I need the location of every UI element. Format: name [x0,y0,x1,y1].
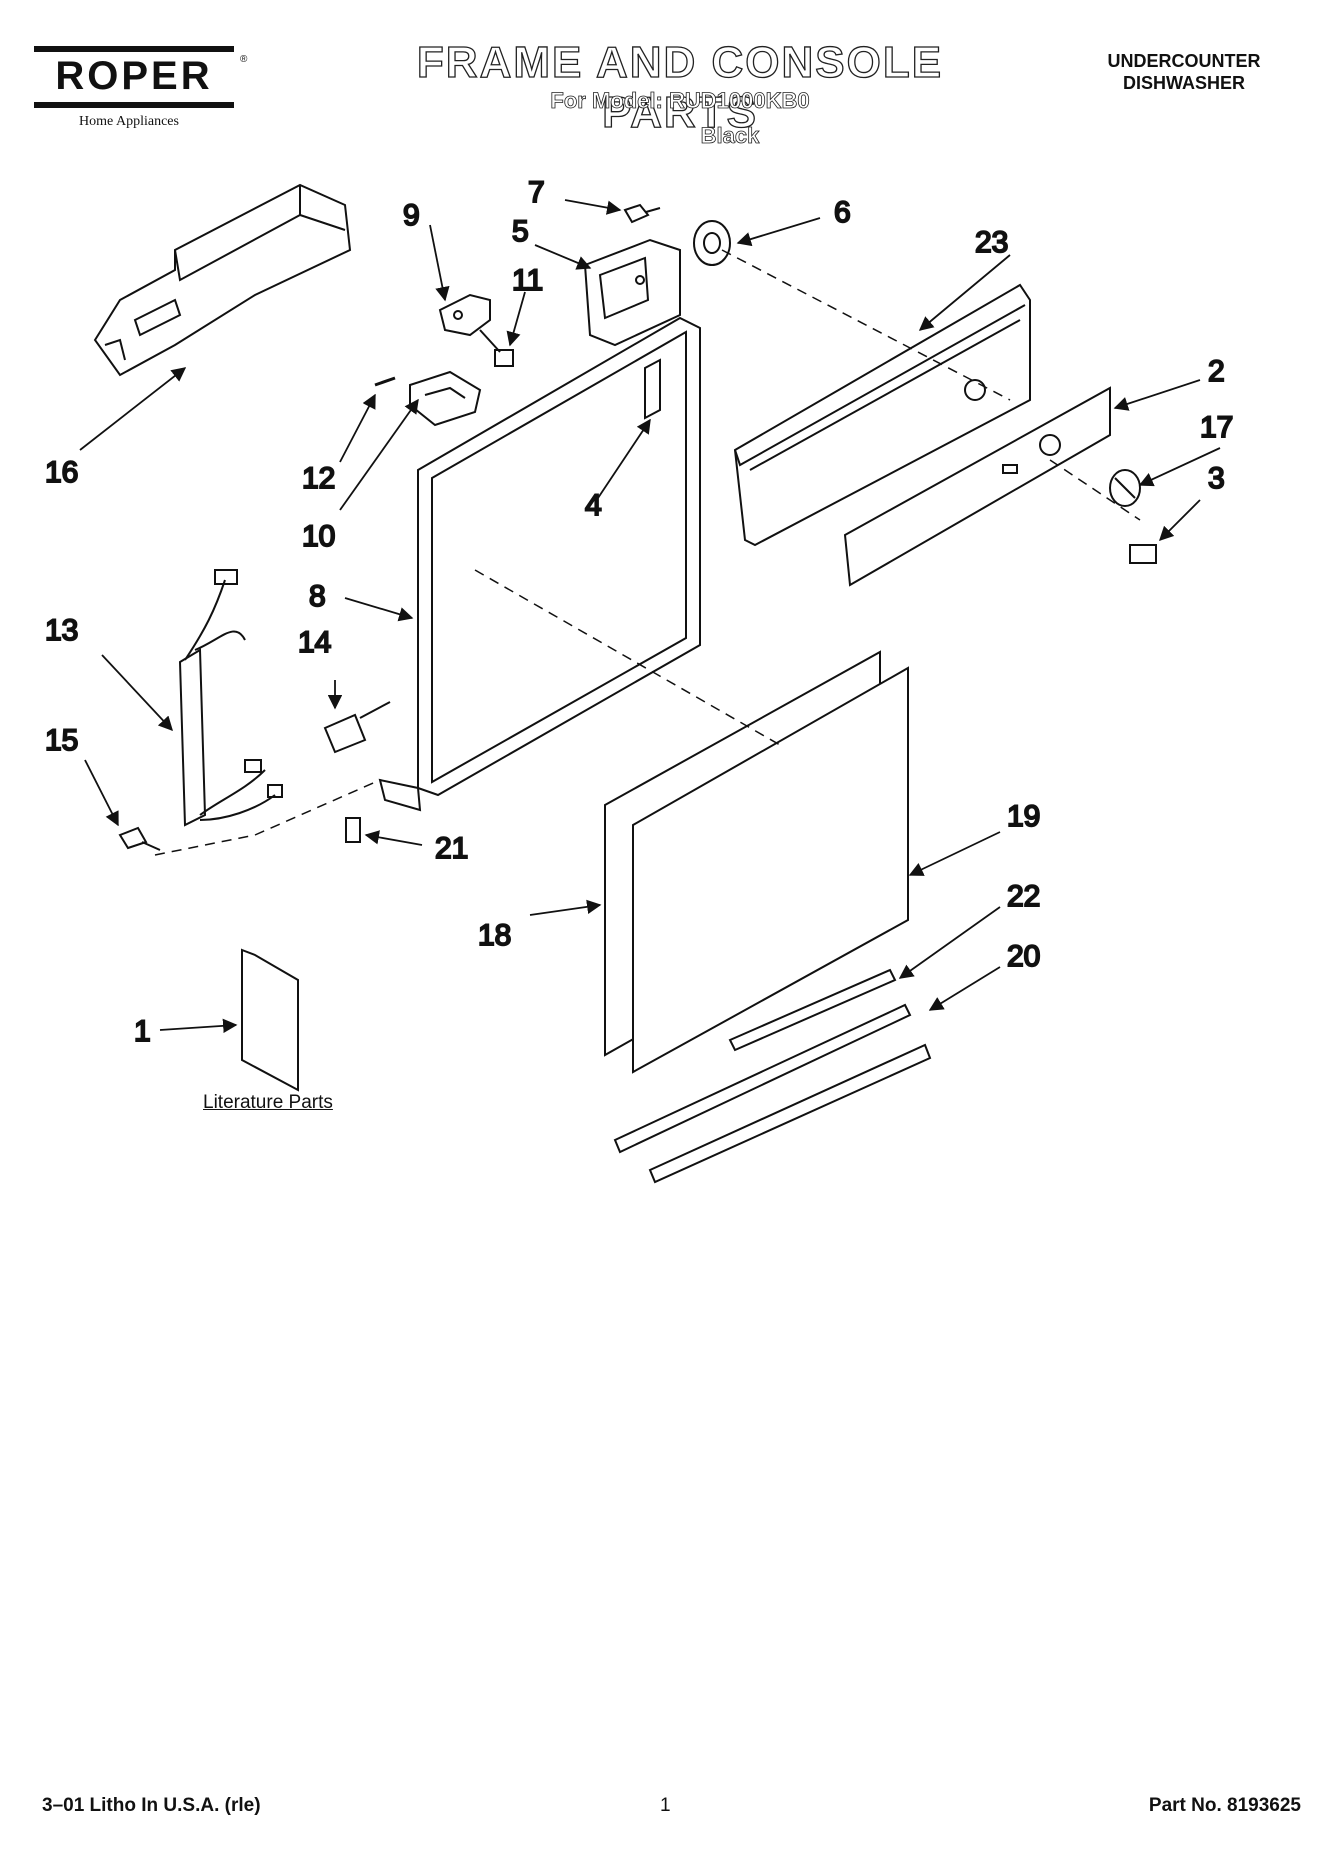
part-3-button [1129,544,1157,564]
part-15-screw [118,826,161,851]
literature-parts-label: Literature Parts [203,1092,333,1113]
appliance-type: UNDERCOUNTER DISHWASHER [1069,50,1299,94]
callout-4: 4 [585,489,602,522]
part-5-housing [583,238,681,347]
callout-21: 21 [435,832,468,865]
footer-page-number: 1 [660,1795,671,1816]
callout-8: 8 [309,580,326,613]
callout-12: 12 [302,462,335,495]
part-22-trim [728,968,897,1052]
part-16-top-cover [93,183,352,377]
part-8-door-frame [378,316,701,812]
logo-wordmark: ROPER [55,54,213,98]
callout-17: 17 [1200,411,1233,444]
callout-18: 18 [478,919,511,952]
appliance-line-1: UNDERCOUNTER [1107,51,1261,71]
callout-10: 10 [302,520,335,553]
footer-print-info: 3–01 Litho In U.S.A. (rle) [42,1795,261,1816]
logo-bottom-bar [34,102,234,108]
part-7-screw [623,203,661,224]
part-23-console [733,283,1031,547]
callout-11: 11 [512,264,543,297]
logo-top-bar [34,46,234,52]
part-20-rails [613,1003,932,1184]
logo-tagline: Home Appliances [79,114,179,129]
logo-trademark: ® [240,54,248,65]
part-21-clip [345,817,361,843]
alignment-lines [154,249,1141,856]
callout-labels: 1 2 3 4 5 6 7 8 9 10 11 12 13 14 15 16 1… [44,175,1234,1049]
part-9-switch [438,293,491,337]
part-2-overlay [843,386,1111,587]
callout-16: 16 [45,456,78,489]
color-line: Black [700,123,760,149]
callout-13: 13 [45,614,78,647]
part-19-panel [632,666,909,1074]
model-line: For Model: RUD1000KB0 [550,88,810,114]
callout-1: 1 [134,1015,151,1048]
roper-logo: ROPER ® Home Appliances [34,34,247,134]
callout-5: 5 [512,215,529,248]
part-12-pin [374,376,396,387]
callout-19: 19 [1007,800,1040,833]
part-11-switch [479,329,514,367]
callout-15: 15 [45,724,78,757]
appliance-line-2: DISHWASHER [1122,73,1245,93]
part-10-bracket [409,370,482,427]
part-13-harness [178,569,283,827]
callout-23: 23 [975,226,1008,259]
callout-22: 22 [1007,880,1040,913]
callout-6: 6 [834,196,851,229]
callout-3: 3 [1208,462,1225,495]
callout-20: 20 [1007,940,1040,973]
part-1-literature [241,948,299,1092]
callout-14: 14 [298,626,331,659]
part-17-knob [1109,469,1141,507]
callout-9: 9 [403,199,420,232]
callout-2: 2 [1208,355,1225,388]
leader-arrows [79,199,1221,1034]
callout-7: 7 [528,176,545,209]
part-14-connector [323,701,391,754]
part-6-knob [693,220,731,266]
page-title: FRAME AND CONSOLE PARTS [416,37,944,137]
footer-part-number: Part No. 8193625 [1148,1795,1301,1816]
